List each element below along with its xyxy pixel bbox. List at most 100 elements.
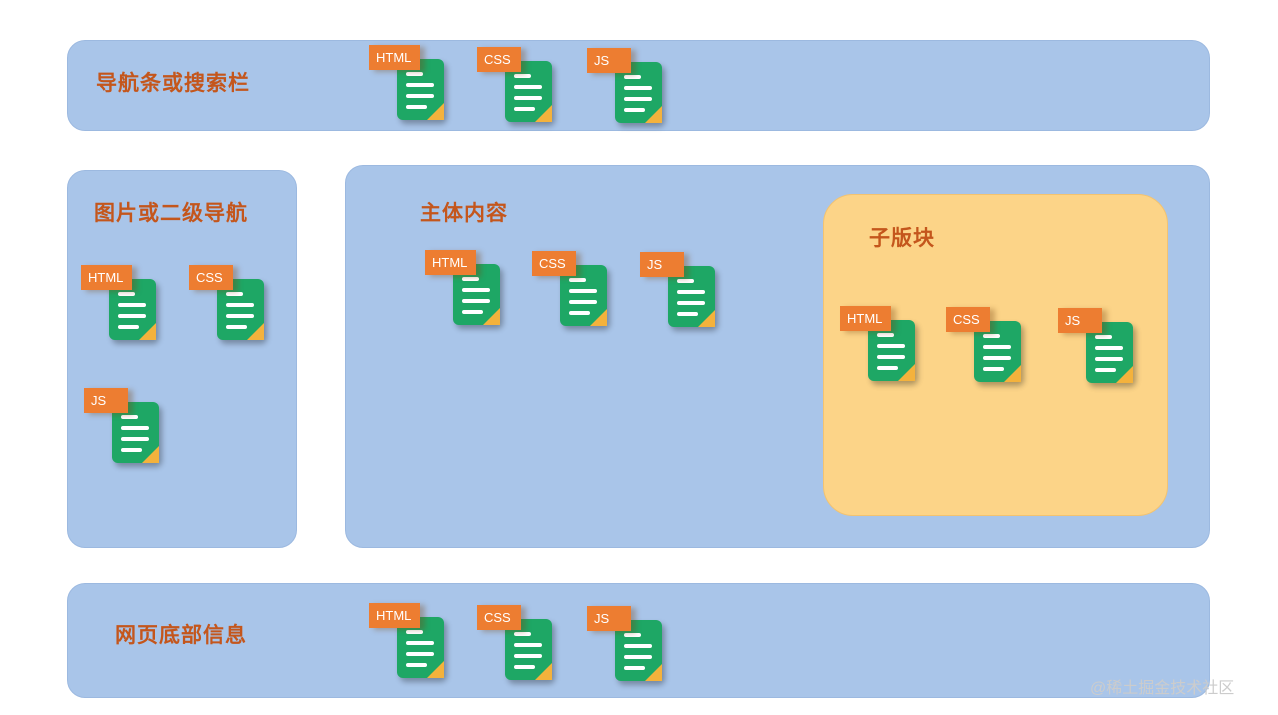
file-type-tag: HTML (369, 603, 421, 628)
document-icon (397, 59, 444, 120)
folded-corner (645, 664, 662, 681)
folded-corner (427, 661, 444, 678)
text-line (514, 665, 535, 669)
text-line (1095, 368, 1116, 372)
text-line (118, 325, 139, 329)
file-icon-css: CSS (477, 47, 563, 129)
text-line (226, 292, 243, 296)
panel-secondary-nav: 图片或二级导航 HTML CSS JS (67, 170, 297, 548)
panel-top-nav: 导航条或搜索栏 HTML CSS JS (67, 40, 1210, 131)
watermark: @稀土掘金技术社区 (1090, 680, 1235, 697)
file-type-tag: CSS (946, 307, 990, 332)
text-line (226, 325, 247, 329)
text-line (877, 355, 905, 359)
folded-corner (1004, 365, 1021, 382)
text-line (624, 655, 652, 659)
text-line (983, 356, 1011, 360)
text-line (406, 94, 434, 98)
file-icon-html: HTML (369, 45, 455, 127)
file-type-tag: HTML (369, 45, 421, 70)
folded-corner (535, 105, 552, 122)
folded-corner (139, 323, 156, 340)
text-line (462, 288, 490, 292)
text-line (877, 344, 905, 348)
text-line (462, 310, 483, 314)
text-line (514, 74, 531, 78)
text-line (983, 367, 1004, 371)
sub-block-label: 子版块 (869, 227, 935, 250)
folded-corner (535, 663, 552, 680)
text-line (514, 632, 531, 636)
text-line (118, 292, 135, 296)
text-line (624, 86, 652, 90)
folded-corner (698, 310, 715, 327)
text-line (677, 301, 705, 305)
file-icon-html: HTML (81, 265, 167, 347)
file-icon-js: JS (1058, 308, 1144, 390)
folded-corner (247, 323, 264, 340)
top-nav-label: 导航条或搜索栏 (96, 72, 250, 95)
document-icon (453, 264, 500, 325)
file-type-tag: JS (587, 48, 631, 73)
file-icon-css: CSS (189, 265, 275, 347)
panel-footer: 网页底部信息 HTML CSS JS (67, 583, 1210, 698)
text-line (406, 105, 427, 109)
text-line (877, 366, 898, 370)
text-line (406, 641, 434, 645)
file-type-tag: JS (640, 252, 684, 277)
file-icon-css: CSS (532, 251, 618, 333)
text-line (677, 290, 705, 294)
folded-corner (590, 309, 607, 326)
file-type-tag: HTML (81, 265, 133, 290)
text-line (406, 630, 423, 634)
file-type-tag: CSS (477, 605, 521, 630)
text-line (877, 333, 894, 337)
file-icon-html: HTML (425, 250, 511, 332)
file-icon-html: HTML (369, 603, 455, 685)
footer-label: 网页底部信息 (115, 624, 247, 647)
text-line (121, 415, 138, 419)
text-line (226, 303, 254, 307)
file-icon-css: CSS (477, 605, 563, 687)
file-type-tag: JS (84, 388, 128, 413)
text-line (514, 643, 542, 647)
text-line (983, 334, 1000, 338)
folded-corner (427, 103, 444, 120)
panel-main-content: 主体内容 HTML CSS JS 子版块 (345, 165, 1210, 548)
text-line (406, 83, 434, 87)
text-line (1095, 357, 1123, 361)
folded-corner (1116, 366, 1133, 383)
file-icon-js: JS (587, 606, 673, 688)
text-line (514, 96, 542, 100)
folded-corner (483, 308, 500, 325)
text-line (624, 633, 641, 637)
text-line (569, 300, 597, 304)
text-line (569, 289, 597, 293)
file-type-tag: CSS (477, 47, 521, 72)
file-icon-js: JS (640, 252, 726, 334)
folded-corner (142, 446, 159, 463)
text-line (624, 108, 645, 112)
text-line (1095, 346, 1123, 350)
text-line (624, 75, 641, 79)
text-line (677, 312, 698, 316)
text-line (569, 311, 590, 315)
text-line (514, 85, 542, 89)
text-line (118, 303, 146, 307)
text-line (624, 666, 645, 670)
text-line (462, 299, 490, 303)
file-type-tag: CSS (532, 251, 576, 276)
folded-corner (898, 364, 915, 381)
main-content-label: 主体内容 (420, 202, 508, 225)
panel-sub-block: 子版块 HTML CSS JS (823, 194, 1168, 516)
file-type-tag: JS (587, 606, 631, 631)
text-line (406, 652, 434, 656)
file-type-tag: HTML (425, 250, 477, 275)
text-line (406, 72, 423, 76)
text-line (121, 448, 142, 452)
folded-corner (645, 106, 662, 123)
text-line (514, 654, 542, 658)
text-line (226, 314, 254, 318)
text-line (624, 97, 652, 101)
secondary-nav-label: 图片或二级导航 (94, 202, 248, 225)
